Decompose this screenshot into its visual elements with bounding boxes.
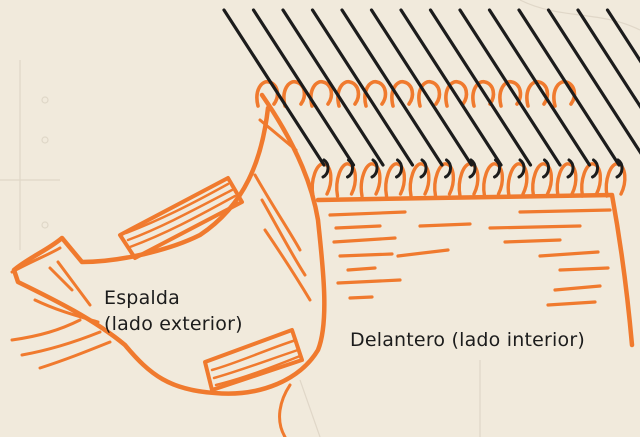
front-fibres	[330, 210, 610, 305]
back-label-line1: Espalda	[104, 285, 243, 311]
needle-line	[401, 10, 501, 165]
front-piece-label: Delantero (lado interior)	[350, 327, 585, 353]
needle-line	[431, 10, 531, 165]
needle-line	[372, 10, 472, 165]
back-piece-label: Espalda (lado exterior)	[104, 285, 243, 337]
needle-line	[578, 10, 640, 165]
back-piece	[12, 95, 324, 437]
needle-line	[519, 10, 619, 165]
front-stitch-loops	[312, 160, 625, 196]
back-piece-outline	[14, 95, 324, 394]
needle-line	[313, 10, 413, 165]
back-stitch-loops	[257, 82, 574, 106]
needle-line	[224, 10, 324, 165]
back-label-line2: (lado exterior)	[104, 311, 243, 337]
front-piece	[318, 195, 632, 345]
